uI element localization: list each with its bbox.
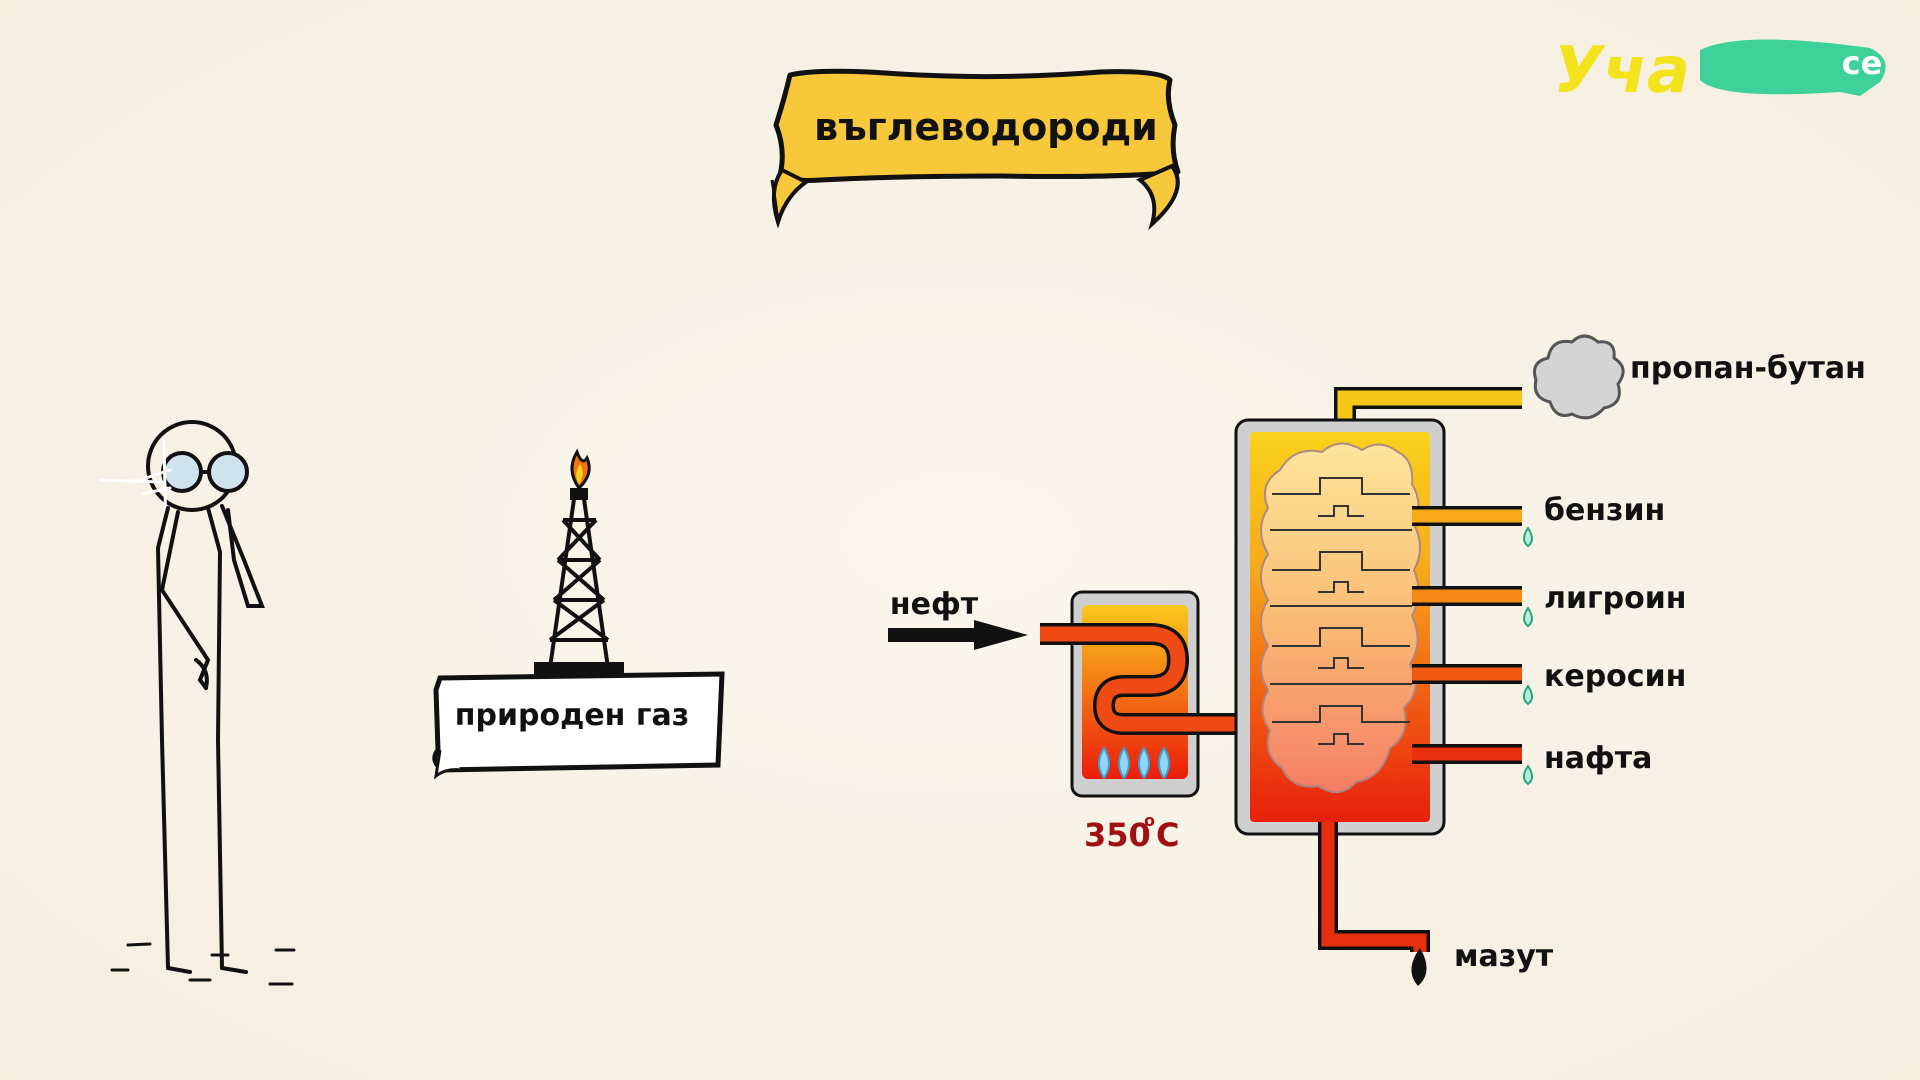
title-banner: въглеводороди [770,68,1181,231]
scientist-figure [98,420,296,986]
gas-cloud-icon [1533,334,1625,420]
fraction-ligroin: лигроин [1544,581,1687,616]
fuel-oil-drop [1411,948,1427,986]
natural-gas-label: природен газ [455,698,689,733]
fraction-naphtha: нафта [1544,741,1652,776]
burner-flames [1098,746,1170,780]
logo-text: Уча [1554,34,1690,108]
logo: Уча се [1554,34,1886,108]
page-title: въглеводороди [814,105,1158,149]
distillation-column [1234,387,1533,986]
fraction-propane-butane: пропан-бутан [1630,351,1866,386]
temperature-unit: C [1156,816,1179,854]
input-label: нефт [890,587,979,622]
fraction-gasoline: бензин [1544,493,1665,528]
oil-derrick [534,448,624,675]
outlet-pipes [1412,506,1522,764]
natural-gas-label-box: природен газ [432,671,725,780]
logo-badge [1700,39,1886,96]
input-arrow: нефт [888,587,1028,650]
droplets [1523,526,1533,786]
fraction-fuel-oil: мазут [1454,939,1554,974]
fraction-labels: пропан-бутан бензин лигроин керосин нафт… [1454,351,1866,974]
fraction-kerosene: керосин [1544,659,1686,694]
temperature-value: 350 [1084,816,1151,854]
logo-badge-text: се [1842,44,1883,82]
furnace: 350 o C [1040,590,1260,854]
degree-symbol: o [1144,811,1155,830]
